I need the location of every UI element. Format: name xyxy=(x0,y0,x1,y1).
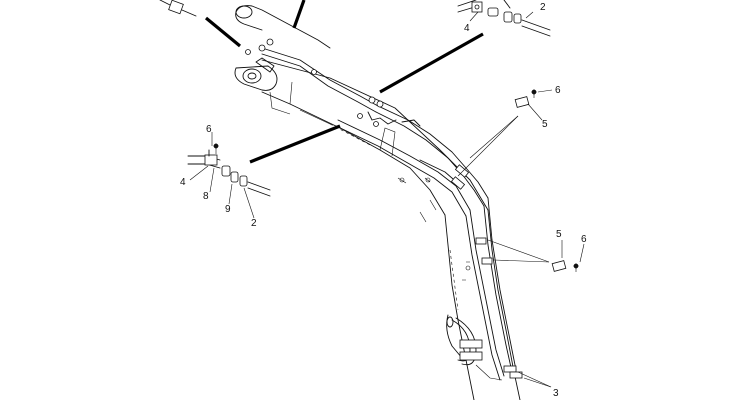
callout-labels: 2 4 6 5 6 4 8 9 2 5 6 3 xyxy=(180,2,587,399)
leader-lines xyxy=(189,11,585,388)
hydraulic-lines xyxy=(245,38,523,381)
callout-6-mid-right: 6 xyxy=(555,85,561,96)
callout-5-mid-right: 5 xyxy=(542,119,548,130)
callout-3-bottom: 3 xyxy=(553,388,559,399)
boom-structure xyxy=(234,5,521,400)
top-right-fitting-detail xyxy=(159,0,551,37)
callout-4-top-right: 4 xyxy=(464,23,470,34)
callout-2-left: 2 xyxy=(251,218,257,229)
callout-2-top-right: 2 xyxy=(540,2,546,13)
callout-6-left: 6 xyxy=(206,124,212,135)
callout-6-lower-right: 6 xyxy=(581,234,587,245)
pointer-lines xyxy=(204,0,484,164)
callout-8-left: 8 xyxy=(203,191,209,202)
callout-5-lower-right: 5 xyxy=(556,229,562,240)
callout-9-left: 9 xyxy=(225,204,231,215)
clamp-details xyxy=(514,89,579,272)
callout-4-left: 4 xyxy=(180,177,186,188)
left-fitting-detail xyxy=(187,143,271,197)
